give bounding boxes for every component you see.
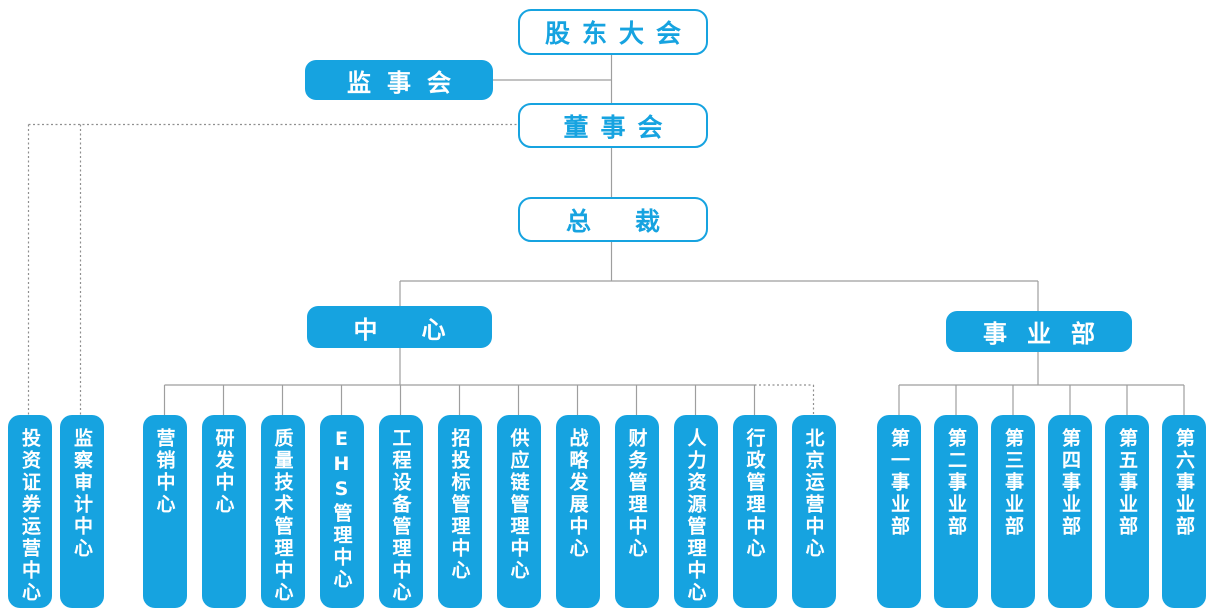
node-board-of-directors: 董事会 [518,103,708,148]
node-supervision-audit-center: 监察审计中心 [60,415,104,608]
node-investment-securities-operations-center: 投资证券运营中心 [8,415,52,608]
node-beijing-operations-center: 北京运营中心 [791,415,836,608]
node-engineering-equip-mgmt-center: 工程设备管理中心 [378,415,423,608]
node-admin-mgmt-center: 行政管理中心 [732,415,777,608]
node-finance-mgmt-center: 财务管理中心 [614,415,659,608]
node-division-2: 第二事业部 [934,415,978,608]
node-label: 中心 [353,315,490,344]
node-division-6: 第六事业部 [1162,415,1206,608]
node-centers-group: 中心 [307,306,492,348]
node-division-3: 第三事业部 [991,415,1035,608]
node-label: 股东大会 [544,19,693,48]
node-division-1: 第一事业部 [877,415,921,608]
node-supply-chain-mgmt-center: 供应链管理中心 [496,415,541,608]
node-division-4: 第四事业部 [1048,415,1092,608]
node-strategy-development-center: 战略发展中心 [555,415,600,608]
node-divisions-group: 事业部 [946,311,1132,352]
node-marketing-center: 营销中心 [142,415,187,608]
node-label: 董事会 [563,112,675,142]
node-division-5: 第五事业部 [1105,415,1149,608]
node-supervisory-board: 监事会 [305,60,493,100]
node-bidding-mgmt-center: 招投标管理中心 [437,415,482,608]
node-rnd-center: 研发中心 [201,415,246,608]
node-label: 监事会 [347,68,467,97]
node-ehs-mgmt-center: EHS管理中心 [319,415,364,608]
node-president: 总裁 [518,197,708,242]
node-hr-mgmt-center: 人力资源管理中心 [673,415,718,608]
node-quality-tech-mgmt-center: 质量技术管理中心 [260,415,305,608]
node-label: 事业部 [983,320,1115,348]
node-shareholders-meeting: 股东大会 [518,9,708,55]
node-label: 总裁 [565,206,704,236]
